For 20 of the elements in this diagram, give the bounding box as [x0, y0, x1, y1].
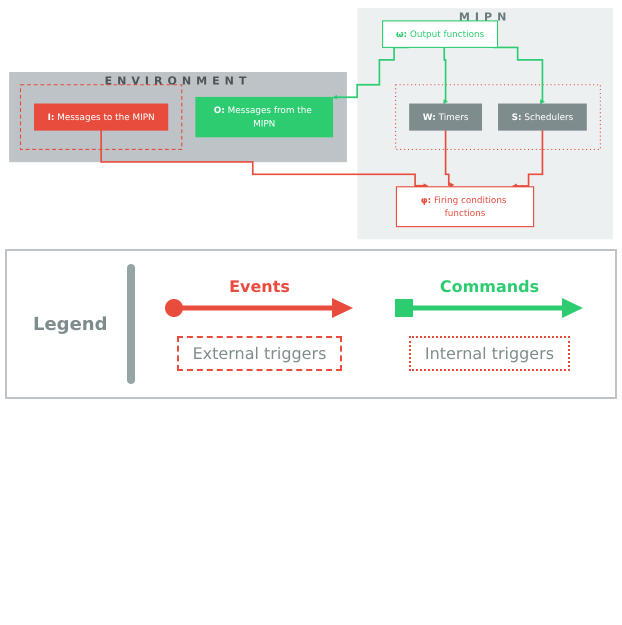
- cluster: [9, 72, 347, 162]
- legend-trigger-sample: External triggers: [176, 336, 342, 372]
- node-box: [382, 20, 498, 48]
- cluster: [20, 84, 182, 150]
- cluster: [357, 8, 613, 240]
- cluster: [395, 84, 601, 150]
- node-box: [34, 104, 168, 131]
- legend-title: Legend: [33, 314, 108, 335]
- legend-label: Events: [229, 277, 290, 296]
- arrow: [100, 130, 428, 188]
- node-box: [498, 104, 587, 131]
- legend-trigger-sample: Internal triggers: [408, 336, 570, 372]
- arrow: [512, 130, 544, 188]
- node-box: [195, 96, 334, 138]
- arrow: [444, 130, 454, 188]
- flowchart: MIPN ENVIRONMENT I: Messages to the MIPN O: Messages from the MIPN φ: Firing conditions functions ω: Output functions W: Timers S: Schedulers: [5, 4, 617, 244]
- node-box: [409, 104, 482, 131]
- node-box: [396, 186, 534, 228]
- arrow: [442, 46, 448, 104]
- legend-label: Commands: [440, 277, 540, 296]
